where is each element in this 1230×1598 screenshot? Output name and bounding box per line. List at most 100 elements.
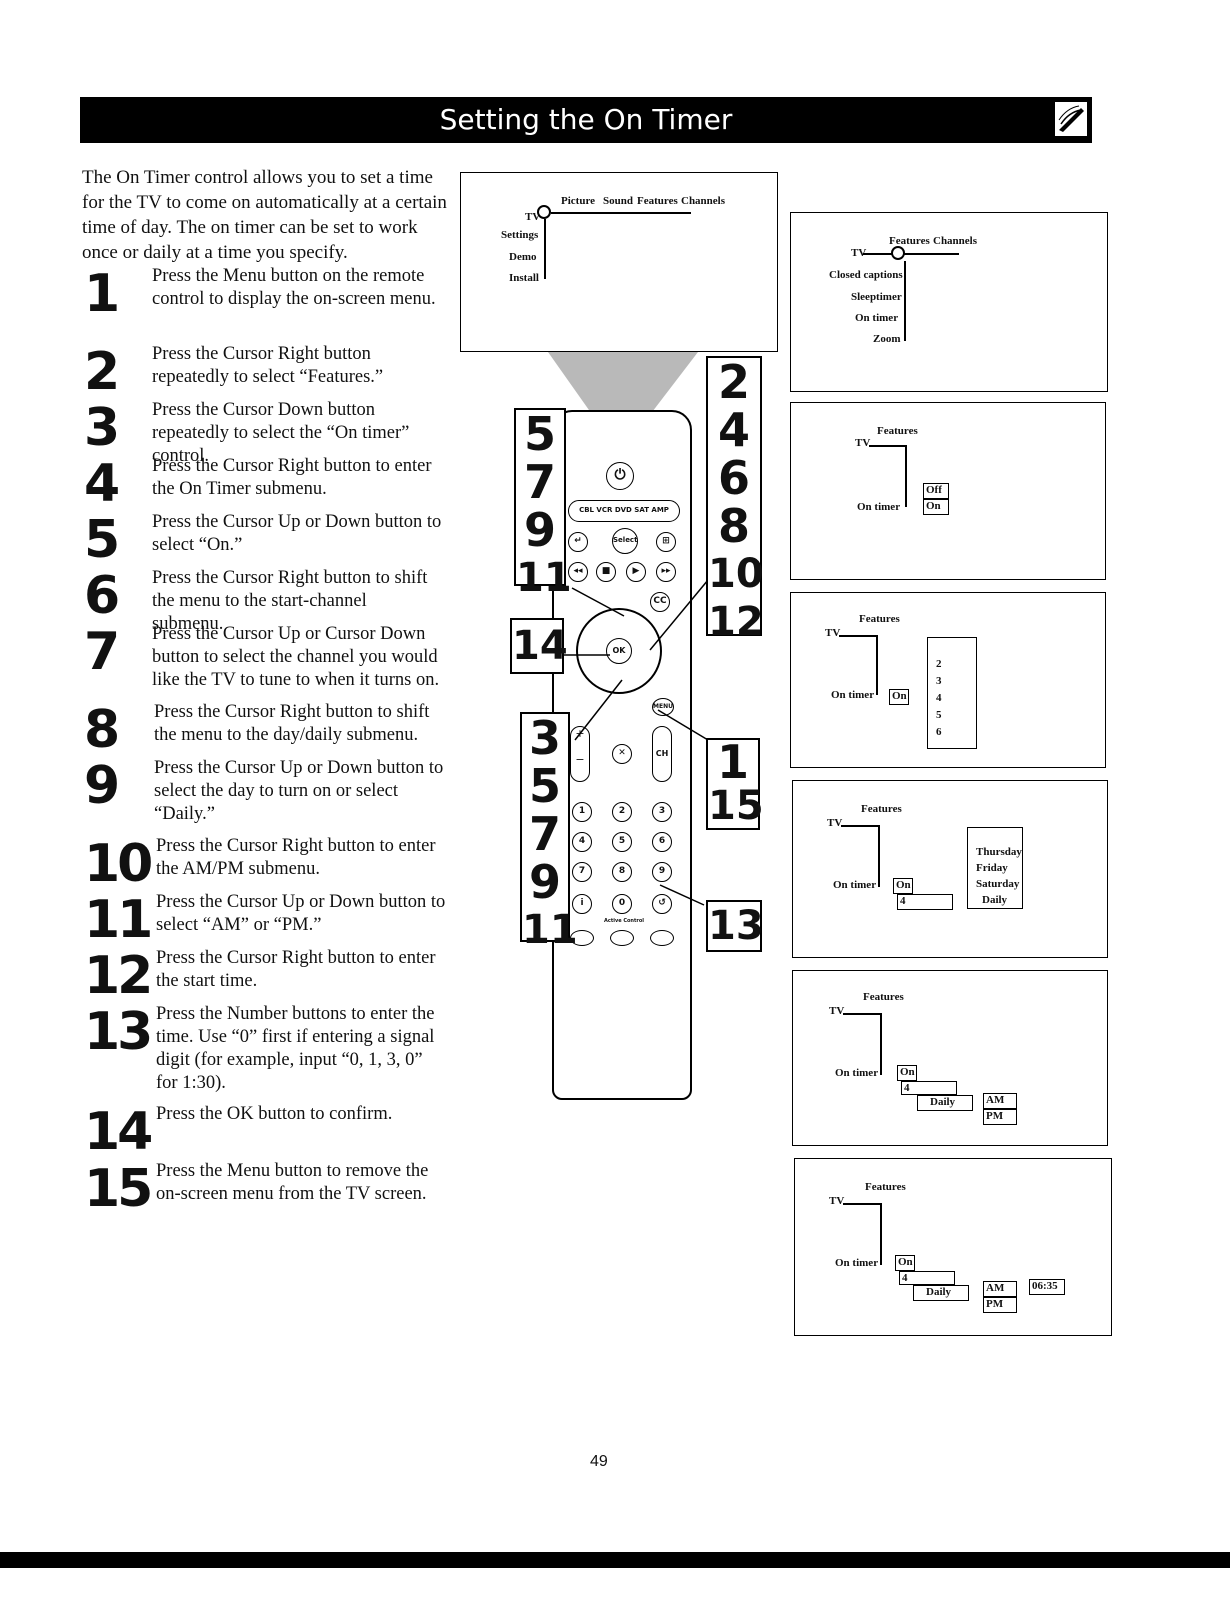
- stop-icon[interactable]: ■: [596, 562, 616, 582]
- callout-number: 7: [528, 807, 561, 861]
- play-icon[interactable]: ▶: [626, 562, 646, 582]
- channel-option: 3: [936, 675, 942, 687]
- menu-item-features: Features: [877, 425, 918, 437]
- menu-item-features: Features: [859, 613, 900, 625]
- menu-item-on-timer: On timer: [857, 501, 901, 513]
- main-menu-screen: TV Picture Sound Features Channels Setti…: [460, 172, 778, 352]
- number-button[interactable]: 1: [572, 802, 592, 822]
- channel-rocker[interactable]: CH: [652, 726, 672, 782]
- split-icon[interactable]: ⊞: [656, 532, 676, 552]
- menu-tv-label: TV: [825, 627, 841, 639]
- menu-tv-label: TV: [829, 1195, 845, 1207]
- select-button[interactable]: Select: [612, 528, 638, 554]
- number-button[interactable]: 7: [572, 862, 592, 882]
- number-button[interactable]: 5: [612, 832, 632, 852]
- step-text: Press the OK button to confirm.: [156, 1104, 393, 1124]
- option-am: AM: [983, 1093, 1017, 1109]
- number-button[interactable]: 6: [652, 832, 672, 852]
- callout-number: 9: [523, 503, 556, 557]
- bottom-left-icon[interactable]: [570, 930, 594, 946]
- step-text: Press the Cursor Up or Cursor Down butto…: [152, 624, 440, 690]
- step-number: 4: [84, 454, 120, 514]
- callout-number: 8: [717, 499, 750, 553]
- step-number: 8: [84, 700, 120, 760]
- menu-tv-label: TV: [827, 817, 843, 829]
- cursor-pad[interactable]: OK: [576, 608, 662, 694]
- menu-button[interactable]: MENU: [652, 698, 674, 716]
- cc-button[interactable]: CC: [650, 592, 670, 612]
- day-option: Saturday: [976, 878, 1020, 890]
- step-text: Press the Cursor Up or Down button to se…: [156, 892, 446, 935]
- mute-icon[interactable]: ✕: [612, 744, 632, 764]
- option-day: Daily: [917, 1095, 973, 1111]
- menu-item-features: Features: [865, 1181, 906, 1193]
- step-number: 7: [84, 622, 120, 682]
- input-icon[interactable]: ↵: [568, 532, 588, 552]
- menu-item-features: Features: [861, 803, 902, 815]
- number-button[interactable]: 4: [572, 832, 592, 852]
- menu-item-on-timer: On timer: [833, 879, 877, 891]
- callout-number: 2: [717, 355, 750, 409]
- menu-item-sound: Sound: [603, 195, 633, 207]
- option-am: AM: [983, 1281, 1017, 1297]
- step-text: Press the Cursor Right button repeatedly…: [152, 344, 384, 387]
- channel-option: 6: [936, 726, 942, 738]
- bottom-middle-icon[interactable]: [610, 930, 634, 946]
- menu-item-on-timer: On timer: [835, 1257, 879, 1269]
- day-menu-screen: Features TV On timer On 4 Thursday Frida…: [792, 780, 1108, 958]
- step-text: Press the Menu button on the remote cont…: [152, 266, 436, 309]
- callout-number: 9: [528, 855, 561, 909]
- menu-item-install: Install: [509, 272, 539, 284]
- menu-item-on-timer: On timer: [835, 1067, 879, 1079]
- time-menu-screen: Features TV On timer On 4 Daily AM PM 06…: [794, 1158, 1112, 1336]
- callout-number: 6: [717, 451, 750, 505]
- step-text: Press the Number buttons to enter the ti…: [156, 1004, 435, 1093]
- step-text: Press the Cursor Right button to enter t…: [156, 948, 436, 991]
- number-button[interactable]: 8: [612, 862, 632, 882]
- number-button[interactable]: 0: [612, 894, 632, 914]
- step-number: 1: [84, 264, 120, 324]
- step-number: 5: [84, 510, 120, 570]
- number-button[interactable]: 3: [652, 802, 672, 822]
- channel-option: 2: [936, 658, 942, 670]
- intro-paragraph: The On Timer control allows you to set a…: [82, 167, 447, 263]
- step-number: 6: [84, 566, 120, 626]
- callout-number: 7: [523, 455, 556, 509]
- power-icon[interactable]: ⏻: [606, 462, 634, 490]
- remote-control-icon: [1054, 101, 1088, 137]
- option-on: On: [893, 878, 913, 894]
- previous-channel-icon[interactable]: ↺: [652, 894, 672, 914]
- option-pm: PM: [983, 1109, 1017, 1125]
- source-buttons[interactable]: CBL VCR DVD SAT AMP: [568, 500, 680, 522]
- step-text: Press the Cursor Up or Down button to se…: [152, 512, 442, 555]
- number-button[interactable]: 2: [612, 802, 632, 822]
- number-button[interactable]: 9: [652, 862, 672, 882]
- step-number: 12: [84, 946, 153, 1006]
- menu-item-features: Features: [889, 235, 930, 247]
- menu-item-closed-captions: Closed captions: [829, 269, 903, 281]
- step-number: 13: [84, 1002, 153, 1062]
- callout-box-left-bottom: 3 5 7 9 11: [520, 711, 578, 953]
- callout-number: 4: [717, 403, 750, 457]
- step-number: 10: [84, 834, 153, 894]
- option-pm: PM: [983, 1297, 1017, 1313]
- option-off: Off: [923, 483, 949, 499]
- callout-number: 10: [708, 551, 764, 597]
- callout-box-menu: 1 15: [706, 738, 764, 830]
- callout-number: 5: [528, 759, 561, 813]
- info-icon[interactable]: i: [572, 894, 592, 914]
- forward-icon[interactable]: ▸▸: [656, 562, 676, 582]
- bottom-right-icon[interactable]: [650, 930, 674, 946]
- day-option: Daily: [982, 894, 1008, 906]
- rewind-icon[interactable]: ◂◂: [568, 562, 588, 582]
- menu-item-sleeptimer: Sleeptimer: [851, 291, 902, 303]
- menu-tv-label: TV: [829, 1005, 845, 1017]
- ok-button[interactable]: OK: [606, 638, 632, 664]
- callout-number: 3: [528, 711, 561, 765]
- step-number: 11: [84, 890, 153, 950]
- option-on: On: [895, 1255, 915, 1271]
- step-text: Press the Cursor Up or Down button to se…: [154, 758, 444, 824]
- menu-tv-label: TV: [525, 211, 541, 223]
- cursor-icon: [537, 205, 551, 219]
- menu-item-features: Features: [863, 991, 904, 1003]
